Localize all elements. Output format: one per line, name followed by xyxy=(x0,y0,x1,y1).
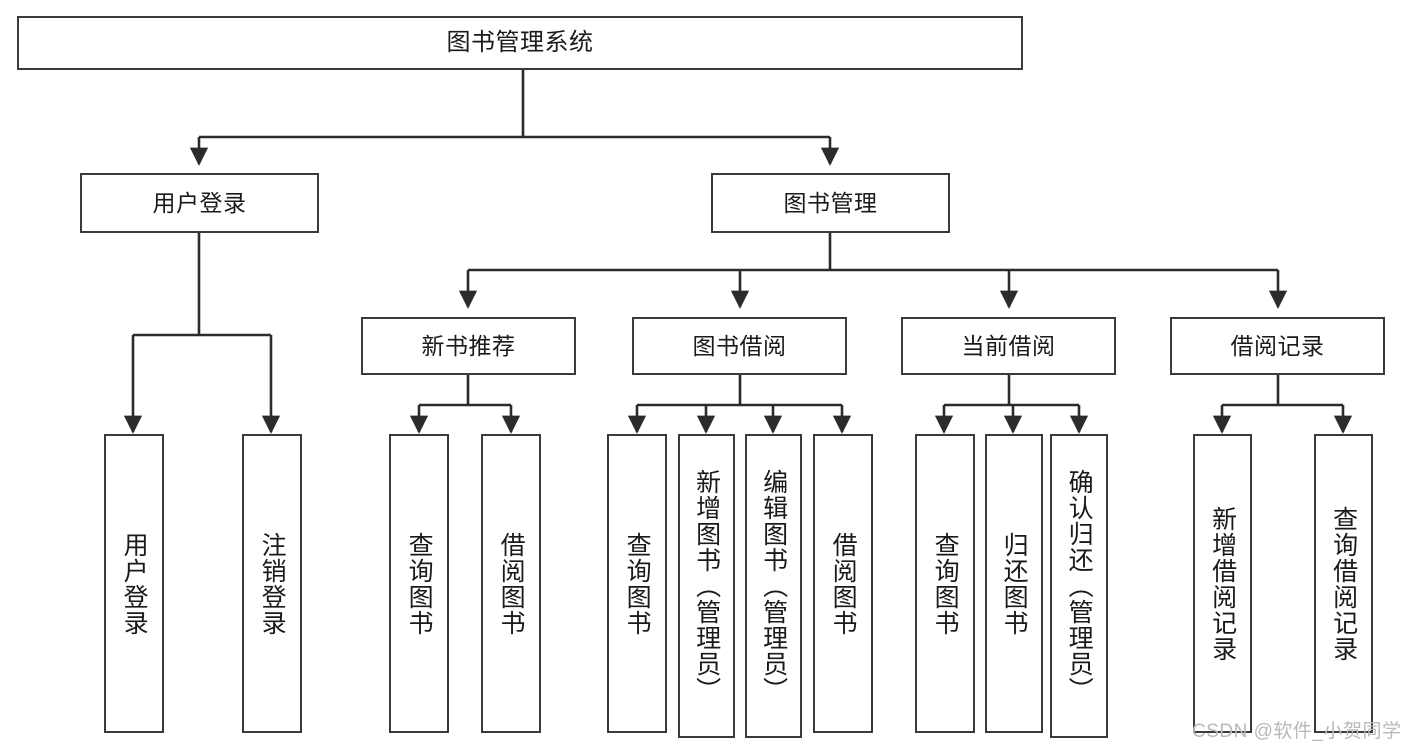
leaf-query-book-recommend[interactable]: 查询图书 xyxy=(389,434,449,733)
leaf-query-book-current[interactable]: 查询图书 xyxy=(915,434,975,733)
node-book-borrow[interactable]: 图书借阅 xyxy=(632,317,847,375)
leaf-confirm-return[interactable]: 确认归还（管理员） xyxy=(1050,434,1108,738)
leaf-borrow-book[interactable]: 借阅图书 xyxy=(813,434,873,733)
node-label: 借阅图书 xyxy=(497,531,526,636)
node-label: 用户登录 xyxy=(152,189,247,216)
node-borrow-record[interactable]: 借阅记录 xyxy=(1170,317,1385,375)
node-root-system[interactable]: 图书管理系统 xyxy=(17,16,1023,70)
leaf-edit-book[interactable]: 编辑图书（管理员） xyxy=(745,434,802,738)
node-label: 查询图书 xyxy=(931,531,960,636)
leaf-borrow-book-recommend[interactable]: 借阅图书 xyxy=(481,434,541,733)
leaf-user-login[interactable]: 用户登录 xyxy=(104,434,164,733)
leaf-query-borrow-record[interactable]: 查询借阅记录 xyxy=(1314,434,1373,733)
node-user-login[interactable]: 用户登录 xyxy=(80,173,319,233)
node-label: 注销登录 xyxy=(258,531,287,636)
node-label: 查询图书 xyxy=(623,531,652,636)
node-label: 新增图书（管理员） xyxy=(692,469,721,703)
leaf-logout[interactable]: 注销登录 xyxy=(242,434,302,733)
node-label: 归还图书 xyxy=(1000,531,1029,636)
node-label: 图书管理系统 xyxy=(446,29,594,57)
node-label: 新增借阅记录 xyxy=(1208,505,1237,662)
node-label: 查询图书 xyxy=(405,531,434,636)
leaf-add-book[interactable]: 新增图书（管理员） xyxy=(678,434,735,738)
node-label: 查询借阅记录 xyxy=(1329,505,1358,662)
node-new-book-recommend[interactable]: 新书推荐 xyxy=(361,317,576,375)
node-label: 当前借阅 xyxy=(961,332,1056,359)
node-label: 确认归还（管理员） xyxy=(1065,469,1094,703)
csdn-watermark: CSDN @软件_小贺同学 xyxy=(1192,721,1402,742)
node-label: 编辑图书（管理员） xyxy=(759,469,788,703)
leaf-return-book[interactable]: 归还图书 xyxy=(985,434,1043,733)
leaf-add-borrow-record[interactable]: 新增借阅记录 xyxy=(1193,434,1252,733)
leaf-query-book-borrow[interactable]: 查询图书 xyxy=(607,434,667,733)
node-current-borrow[interactable]: 当前借阅 xyxy=(901,317,1116,375)
node-label: 借阅图书 xyxy=(829,531,858,636)
node-label: 新书推荐 xyxy=(421,332,516,359)
node-label: 用户登录 xyxy=(120,531,149,636)
node-label: 借阅记录 xyxy=(1230,332,1325,359)
node-book-management[interactable]: 图书管理 xyxy=(711,173,950,233)
node-label: 图书管理 xyxy=(783,189,878,216)
node-label: 图书借阅 xyxy=(692,332,787,359)
